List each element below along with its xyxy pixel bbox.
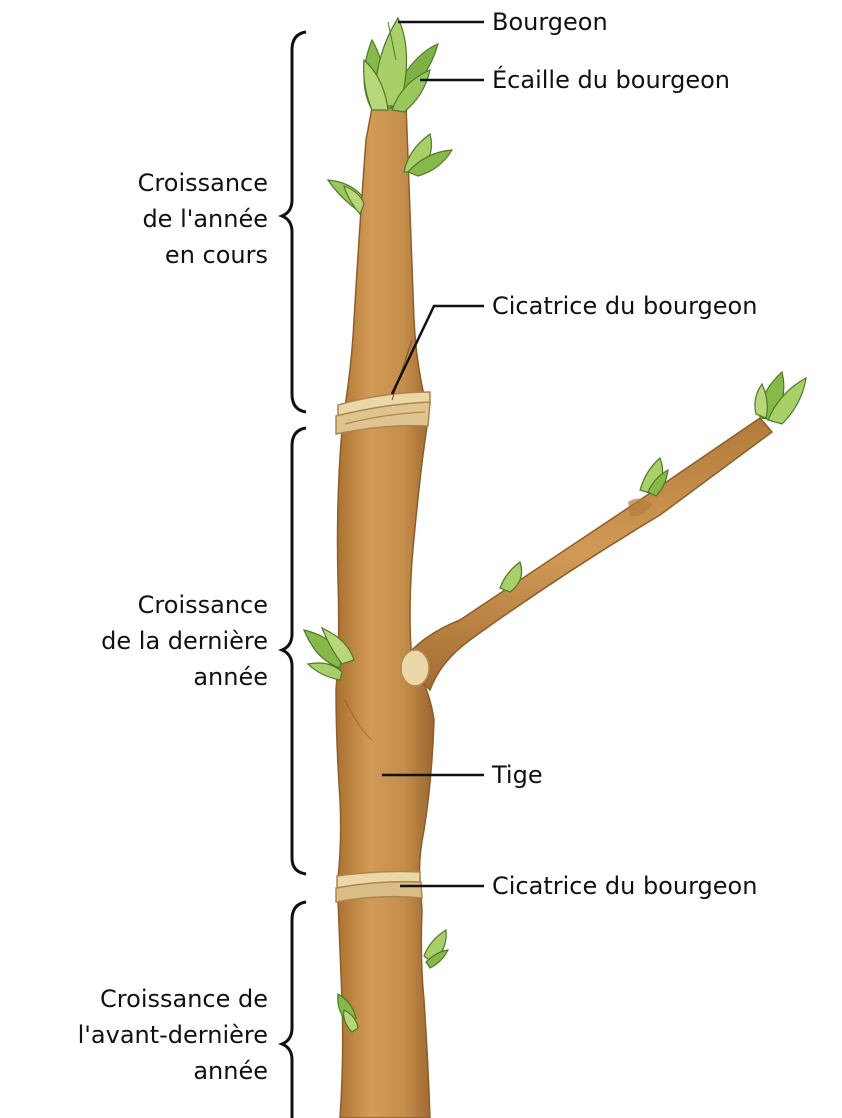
growth-current-year-line1: Croissance bbox=[138, 168, 268, 198]
growth-last-year-line3: année bbox=[193, 662, 268, 692]
label-bud-scale: Écaille du bourgeon bbox=[492, 65, 730, 95]
main-stem bbox=[336, 102, 434, 1118]
growth-year-before-last-line2: l'avant-dernière bbox=[78, 1020, 268, 1050]
branch-junction-scar bbox=[401, 650, 429, 686]
branch-terminal-bud bbox=[755, 372, 806, 424]
bracket-current-year bbox=[282, 32, 306, 412]
label-bud-scar-lower: Cicatrice du bourgeon bbox=[492, 871, 757, 901]
label-bud-scar-upper: Cicatrice du bourgeon bbox=[492, 291, 757, 321]
growth-current-year-line2: de l'année bbox=[142, 204, 268, 234]
growth-year-before-last-line1: Croissance de bbox=[100, 984, 268, 1014]
growth-year-before-last-line3: année bbox=[193, 1056, 268, 1086]
bracket-year-before-last bbox=[282, 902, 306, 1118]
bracket-last-year bbox=[282, 428, 306, 874]
growth-last-year-line2: de la dernière bbox=[101, 626, 268, 656]
terminal-bud bbox=[364, 18, 438, 112]
growth-current-year-line3: en cours bbox=[165, 240, 268, 270]
lateral-bud bbox=[404, 134, 452, 176]
label-stem: Tige bbox=[492, 760, 543, 790]
lateral-bud bbox=[424, 930, 448, 968]
label-bud: Bourgeon bbox=[492, 7, 608, 37]
growth-last-year-line1: Croissance bbox=[138, 590, 268, 620]
side-branch bbox=[402, 418, 772, 690]
lateral-bud bbox=[328, 180, 364, 214]
